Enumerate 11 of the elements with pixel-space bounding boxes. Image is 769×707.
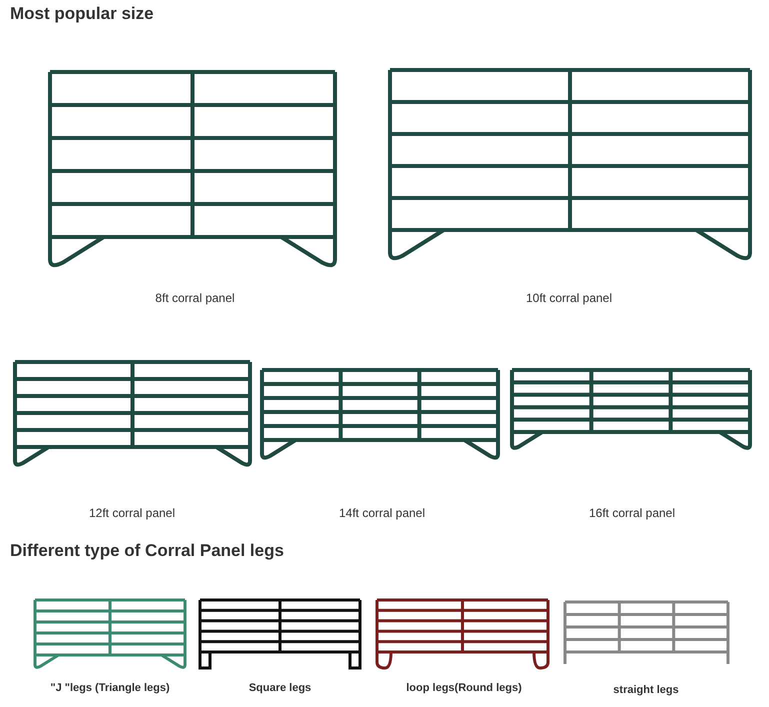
caption: Square legs	[248, 682, 312, 694]
caption: 14ft corral panel	[338, 506, 426, 520]
caption: 8ft corral panel	[155, 291, 235, 305]
caption: 12ft corral panel	[88, 506, 176, 520]
caption: straight legs	[613, 684, 679, 696]
section-heading: Most popular size	[10, 4, 154, 24]
caption: 10ft corral panel	[526, 291, 612, 305]
section-heading: Different type of Corral Panel legs	[10, 541, 284, 561]
caption: 16ft corral panel	[588, 506, 676, 520]
caption: "J "legs (Triangle legs)	[50, 682, 170, 694]
caption: loop legs(Round legs)	[406, 682, 522, 694]
